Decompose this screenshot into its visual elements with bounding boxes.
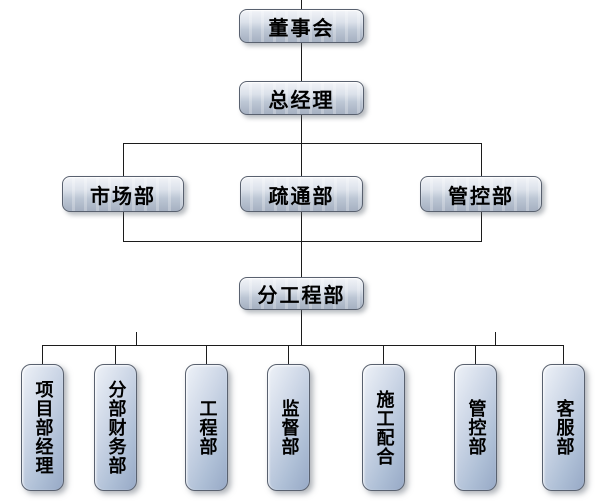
node-label: 管控部 — [465, 399, 487, 456]
connector-drop-control — [481, 143, 482, 176]
node-dredging-dept: 疏通部 — [240, 176, 363, 212]
connector-control-down — [481, 212, 482, 241]
node-engineering-dept: 工程部 — [185, 364, 228, 491]
node-general-manager: 总经理 — [239, 81, 364, 115]
node-marketing-dept: 市场部 — [62, 176, 184, 212]
connector-bottom-bar — [42, 345, 564, 346]
connector-drop-marketing — [123, 143, 124, 176]
connector-drop-4 — [288, 345, 289, 364]
connector-stub-right — [495, 332, 496, 345]
node-label: 管控部 — [448, 183, 514, 208]
node-label: 客服部 — [553, 399, 575, 456]
node-control-dept-branch: 管控部 — [454, 364, 497, 491]
node-supervision-dept: 监督部 — [267, 364, 310, 491]
connector-middle-top-bar — [123, 143, 482, 144]
node-sub-engineering-dept: 分工程部 — [239, 277, 364, 310]
connector-top-tick — [301, 0, 302, 9]
node-label: 董事会 — [268, 15, 335, 40]
node-label: 疏通部 — [268, 183, 335, 208]
connector-stub-left — [136, 332, 137, 345]
node-label: 市场部 — [90, 183, 156, 208]
connector-marketing-down — [123, 212, 124, 241]
node-label: 分部财务部 — [105, 380, 127, 475]
connector-gm-to-middle — [301, 115, 302, 176]
node-label: 施工配合 — [373, 389, 395, 466]
connector-drop-3 — [206, 345, 207, 364]
connector-drop-5 — [383, 345, 384, 364]
connector-dredging-to-subeng — [301, 212, 302, 277]
connector-middle-bottom-bar — [123, 241, 482, 242]
node-label: 分工程部 — [257, 283, 346, 307]
node-project-dept-manager: 项目部经理 — [21, 364, 64, 491]
connector-drop-7 — [563, 345, 564, 364]
node-label: 工程部 — [196, 399, 218, 456]
node-board-of-directors: 董事会 — [239, 9, 364, 43]
connector-drop-2 — [115, 345, 116, 364]
node-customer-service-dept: 客服部 — [542, 364, 585, 491]
connector-subeng-down — [301, 310, 302, 345]
connector-board-to-gm — [301, 43, 302, 81]
connector-drop-1 — [42, 345, 43, 364]
node-label: 项目部经理 — [32, 380, 54, 475]
node-control-dept: 管控部 — [420, 176, 542, 212]
node-construction-coordination: 施工配合 — [362, 364, 405, 491]
connector-drop-6 — [475, 345, 476, 364]
node-branch-finance-dept: 分部财务部 — [94, 364, 137, 491]
node-label: 总经理 — [268, 87, 335, 112]
node-label: 监督部 — [278, 399, 300, 456]
